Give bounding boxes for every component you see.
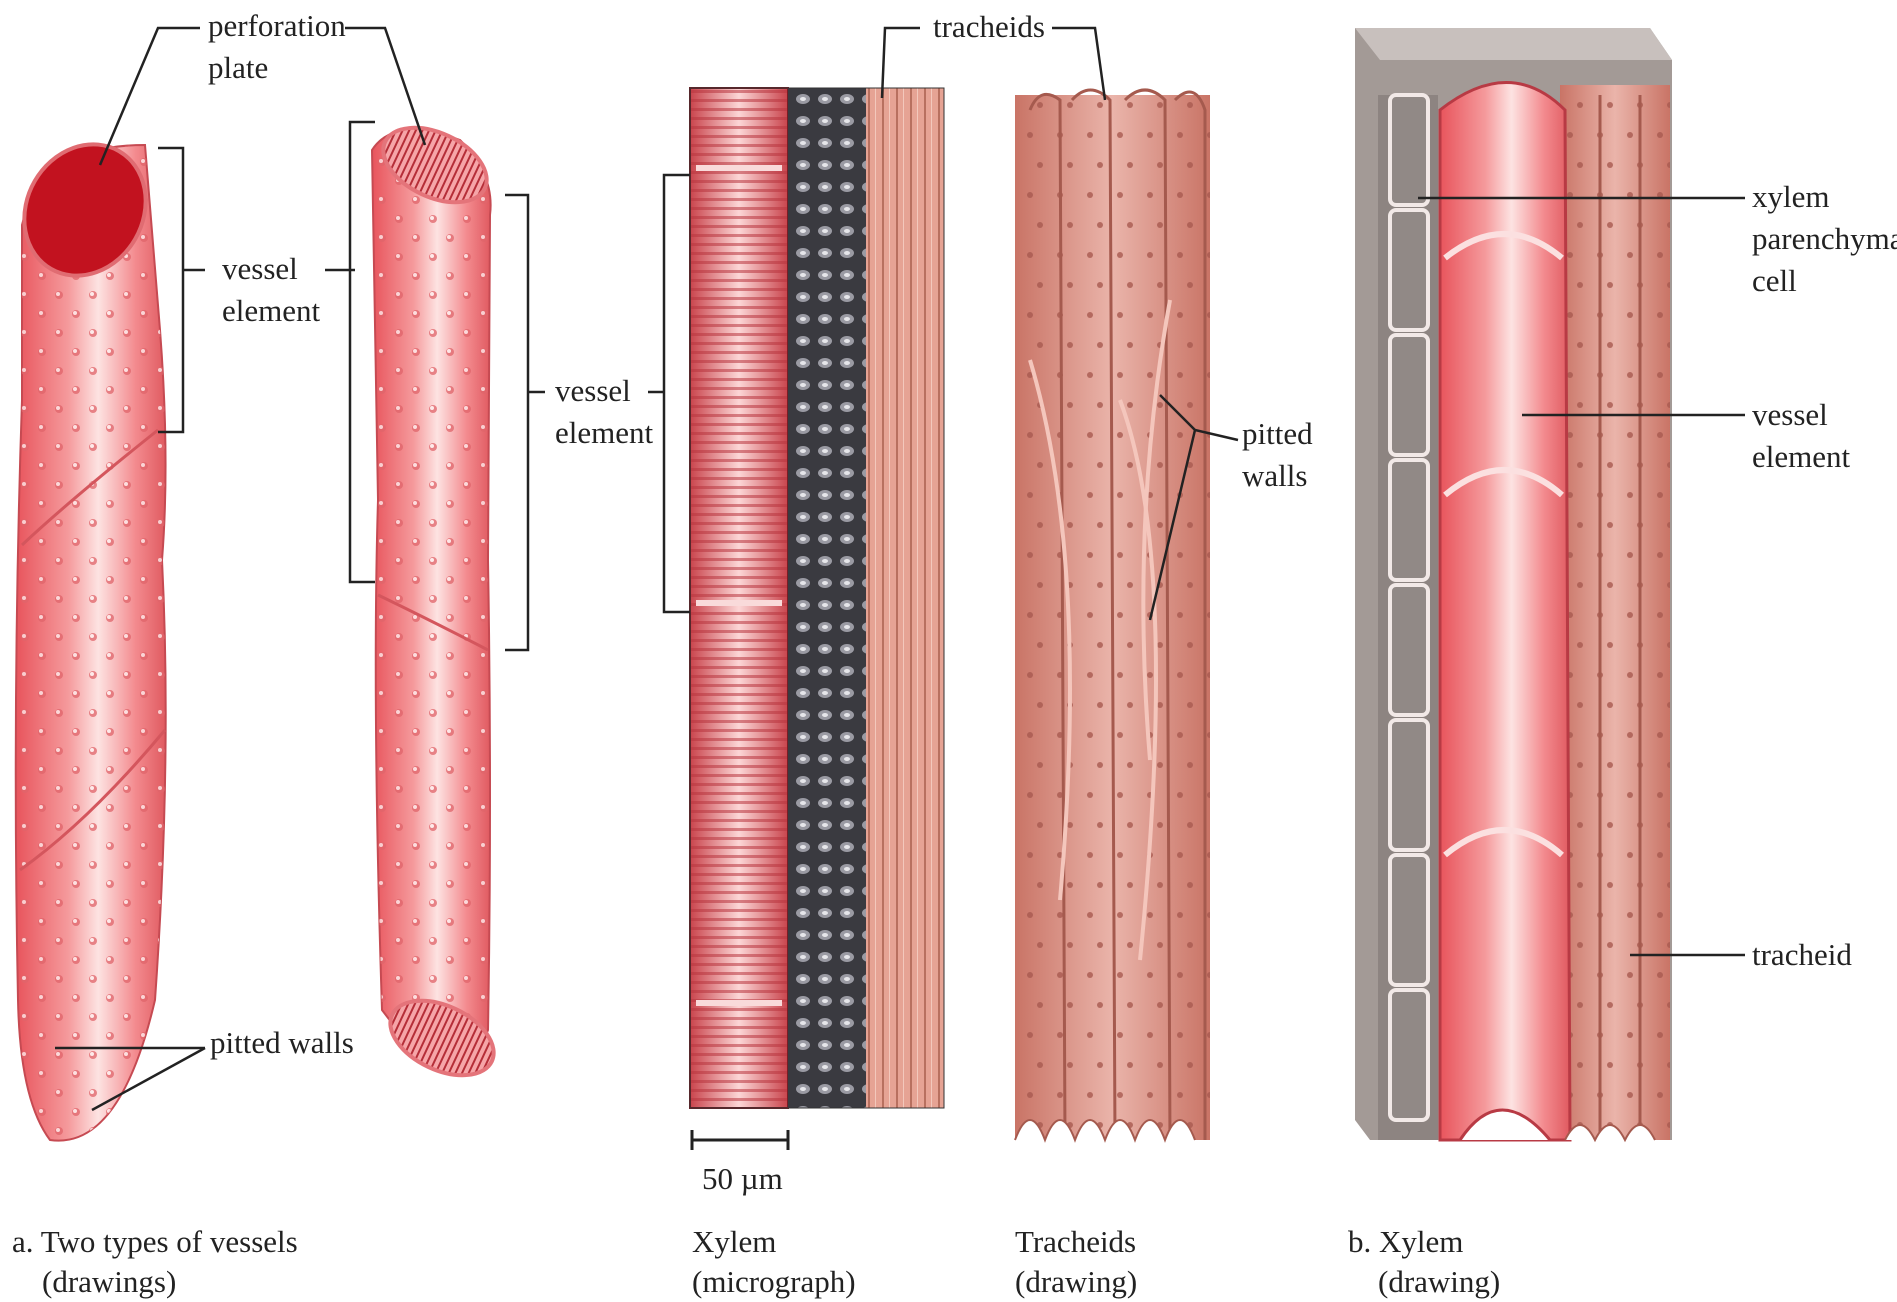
caption-tracheids: Tracheids (drawing) <box>1015 1222 1137 1302</box>
label-vessel-element-a: vessel element <box>222 248 320 332</box>
label-xylem-parenchyma-cell: xylem parenchyma cell <box>1752 176 1897 302</box>
caption-micrograph: Xylem (micrograph) <box>692 1222 856 1302</box>
label-vessel-element-b: vessel element <box>555 370 653 454</box>
label-tracheid: tracheid <box>1752 934 1852 976</box>
label-pitted-walls-b: pitted walls <box>1242 413 1313 497</box>
label-vessel-element-c: vessel element <box>1752 394 1850 478</box>
label-pitted-walls-a: pitted walls <box>210 1022 354 1064</box>
caption-b: b. Xylem (drawing) <box>1348 1222 1500 1302</box>
scale-bar-label: 50 µm <box>702 1158 783 1200</box>
caption-a: a. Two types of vessels (drawings) <box>12 1222 298 1302</box>
label-perforation-plate: perforation plate <box>208 5 346 89</box>
label-tracheids: tracheids <box>933 6 1045 48</box>
